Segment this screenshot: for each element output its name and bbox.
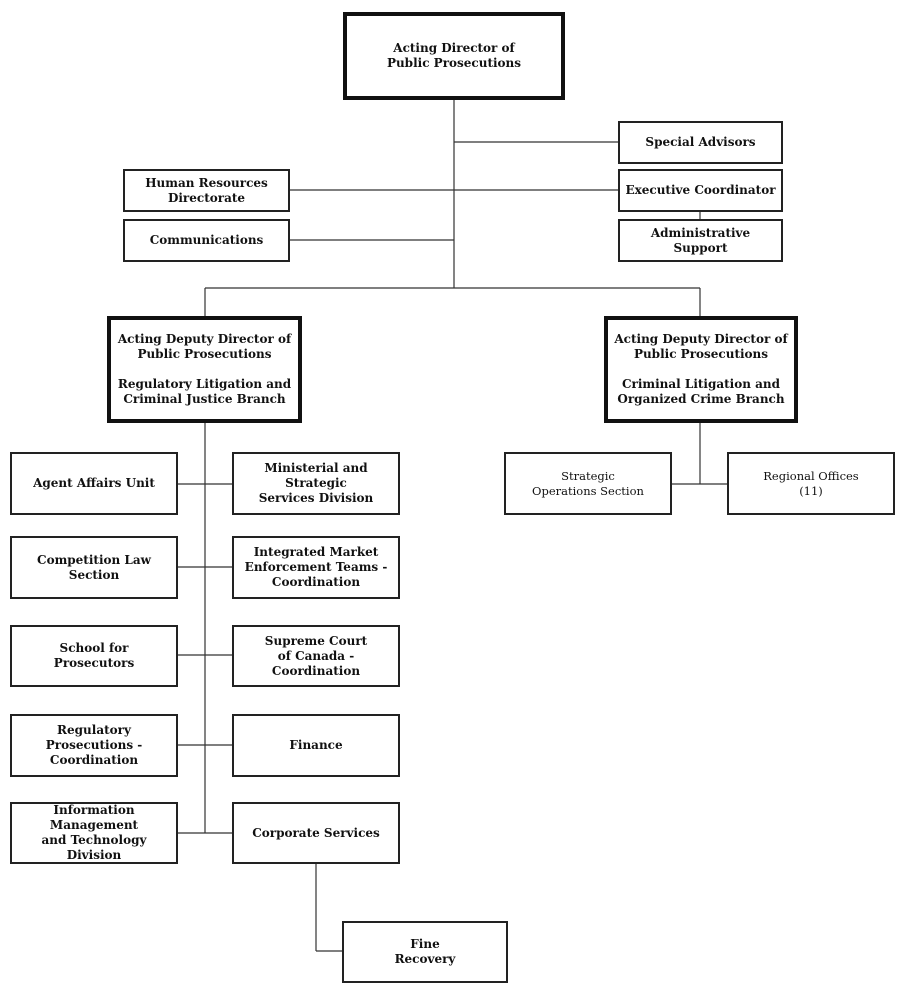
- communications-box: Communications: [123, 219, 290, 262]
- deputy-criminal-box: Acting Deputy Director of Public Prosecu…: [604, 316, 798, 423]
- regulatory-prosecutions-box: Regulatory Prosecutions - Coordination: [10, 714, 178, 777]
- competition-law-box: Competition Law Section: [10, 536, 178, 599]
- corporate-services-box: Corporate Services: [232, 802, 400, 864]
- fine-recovery-box: Fine Recovery: [342, 921, 508, 983]
- agent-affairs-box: Agent Affairs Unit: [10, 452, 178, 515]
- school-box: School for Prosecutors: [10, 625, 178, 687]
- finance-box: Finance: [232, 714, 400, 777]
- regional-offices-box: Regional Offices (11): [727, 452, 895, 515]
- executive-coordinator-box: Executive Coordinator: [618, 169, 783, 212]
- strategic-operations-box: Strategic Operations Section: [504, 452, 672, 515]
- ministerial-box: Ministerial and Strategic Services Divis…: [232, 452, 400, 515]
- special-advisors-box: Special Advisors: [618, 121, 783, 164]
- director-box: Acting Director of Public Prosecutions: [343, 12, 565, 100]
- imtd-box: Information Management and Technology Di…: [10, 802, 178, 864]
- deputy-regulatory-box: Acting Deputy Director of Public Prosecu…: [107, 316, 302, 423]
- hr-directorate-box: Human Resources Directorate: [123, 169, 290, 212]
- imet-box: Integrated Market Enforcement Teams - Co…: [232, 536, 400, 599]
- supreme-court-box: Supreme Court of Canada - Coordination: [232, 625, 400, 687]
- administrative-support-box: Administrative Support: [618, 219, 783, 262]
